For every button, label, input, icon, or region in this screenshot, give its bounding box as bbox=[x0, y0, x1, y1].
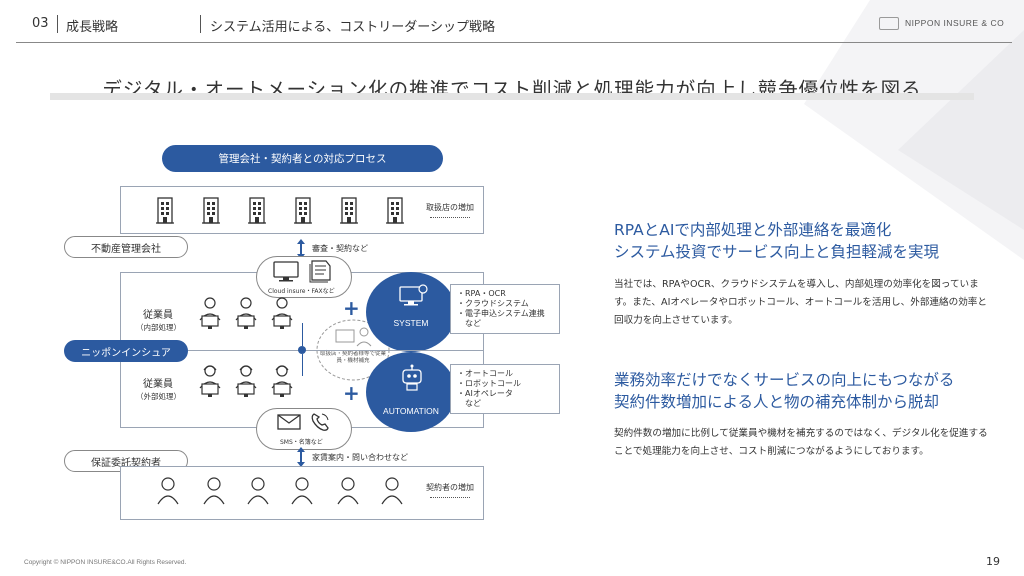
building-icon bbox=[386, 197, 404, 224]
person-icon bbox=[203, 477, 225, 505]
person-icon bbox=[291, 477, 313, 505]
automation-list: ・オートコール ・ロボットコール ・AIオペレータ など bbox=[450, 364, 560, 414]
system-list: ・RPA・OCR ・クラウドシステム ・電子申込システム連携 など bbox=[450, 284, 560, 334]
system-item: ・クラウドシステム bbox=[457, 299, 529, 308]
double-arrow-icon bbox=[297, 447, 305, 467]
connector-dot bbox=[298, 346, 306, 354]
operator-icon bbox=[199, 365, 221, 397]
plus-icon: + bbox=[343, 381, 360, 405]
company-pill: ニッポンインシュア bbox=[64, 340, 188, 362]
slide-header: 03 成長戦略 システム活用による、コストリーダーシップ戦略 NIPPON IN… bbox=[0, 0, 1024, 44]
staff-icon bbox=[271, 297, 293, 329]
body-1: 当社では、RPAやOCR、クラウドシステムを導入し、内部処理の効率化を図っていま… bbox=[614, 279, 987, 326]
cloud-pill bbox=[256, 256, 352, 298]
operator-icon bbox=[235, 365, 257, 397]
automation-item: ・オートコール bbox=[457, 369, 513, 378]
staff-icon bbox=[235, 297, 257, 329]
staff-internal-label: 従業員 bbox=[143, 310, 173, 321]
fax-icon bbox=[309, 260, 331, 283]
body-2: 契約件数の増加に比例して従業員や機材を補充するのではなく、デジタル化を促進するこ… bbox=[614, 428, 988, 457]
system-monitor-icon bbox=[399, 284, 428, 306]
title-underline bbox=[50, 93, 974, 100]
person-icon bbox=[247, 477, 269, 505]
mail-icon bbox=[277, 414, 301, 430]
system-circle: SYSTEM bbox=[366, 272, 456, 352]
sms-label: SMS・名簿など bbox=[280, 439, 323, 446]
section-number: 03 bbox=[32, 16, 49, 31]
copyright: Copyright © NIPPON INSURE&CO.All Rights … bbox=[24, 559, 187, 566]
operator-icon bbox=[271, 365, 293, 397]
divider-line bbox=[188, 350, 484, 351]
heading-2-line-1: 業務効率だけでなくサービスの向上にもつながる bbox=[614, 371, 955, 389]
sms-pill bbox=[256, 408, 352, 450]
header-divider bbox=[200, 15, 201, 33]
section-title: 成長戦略 bbox=[66, 20, 119, 35]
center-note: 取扱店・契約者様等で従業員・機材補充 bbox=[319, 351, 386, 364]
heading-1-line-2: システム投資でサービス向上と負担軽減を実現 bbox=[614, 243, 940, 261]
person-icon bbox=[157, 477, 179, 505]
monitor-icon bbox=[273, 261, 299, 282]
page-number: 19 bbox=[986, 555, 1000, 568]
phone-icon bbox=[311, 413, 329, 431]
plus-icon: + bbox=[343, 296, 360, 320]
review-label: 審査・契約など bbox=[312, 244, 368, 253]
automation-item: ・AIオペレータ bbox=[457, 389, 513, 398]
store-increase-label: 取扱店の増加 bbox=[426, 203, 474, 212]
building-icon bbox=[340, 197, 358, 224]
contract-box bbox=[120, 466, 484, 520]
double-arrow-icon bbox=[297, 239, 305, 259]
building-icon bbox=[202, 197, 220, 224]
staff-icon bbox=[199, 297, 221, 329]
process-title-pill: 管理会社・契約者との対応プロセス bbox=[162, 145, 443, 172]
automation-circle: AUTOMATION bbox=[366, 352, 456, 432]
cloud-label: Cloud insure・FAXなど bbox=[268, 288, 335, 295]
realestate-pill: 不動産管理会社 bbox=[64, 236, 188, 258]
building-icon bbox=[248, 197, 266, 224]
company-logo-icon bbox=[879, 17, 899, 30]
contract-increase-label: 契約者の増加 bbox=[426, 483, 474, 492]
staff-external-sub: （外部処理） bbox=[136, 392, 181, 401]
person-icon bbox=[381, 477, 403, 505]
automation-label: AUTOMATION bbox=[383, 406, 439, 416]
company-name: NIPPON INSURE & CO bbox=[905, 18, 1005, 28]
building-icon bbox=[156, 197, 174, 224]
connector-line bbox=[302, 323, 303, 346]
staff-external-label: 従業員 bbox=[143, 379, 173, 390]
staff-internal-sub: （内部処理） bbox=[136, 323, 181, 332]
header-rule bbox=[16, 42, 1012, 43]
heading-2-line-2: 契約件数増加による人と物の補充体制から脱却 bbox=[614, 393, 940, 411]
robot-icon bbox=[402, 364, 422, 391]
guidance-label: 家賃案内・問い合わせなど bbox=[312, 453, 408, 462]
automation-item: など bbox=[457, 399, 481, 408]
process-diagram: 管理会社・契約者との対応プロセス 取扱店の増加 不動産管理会社 審査・契約など … bbox=[64, 145, 560, 520]
heading-1-line-1: RPAとAIで内部処理と外部連絡を最適化 bbox=[614, 221, 892, 239]
automation-item: ・ロボットコール bbox=[457, 379, 521, 388]
system-item: ・RPA・OCR bbox=[457, 289, 506, 298]
system-item: など bbox=[457, 319, 481, 328]
topic-title: システム活用による、コストリーダーシップ戦略 bbox=[210, 20, 495, 35]
building-icon bbox=[294, 197, 312, 224]
system-label: SYSTEM bbox=[393, 318, 429, 328]
system-item: ・電子申込システム連携 bbox=[457, 309, 545, 318]
dotted-rule bbox=[430, 497, 470, 498]
dotted-rule bbox=[430, 217, 470, 218]
header-divider bbox=[57, 15, 58, 33]
connector-line bbox=[302, 354, 303, 376]
person-icon bbox=[337, 477, 359, 505]
